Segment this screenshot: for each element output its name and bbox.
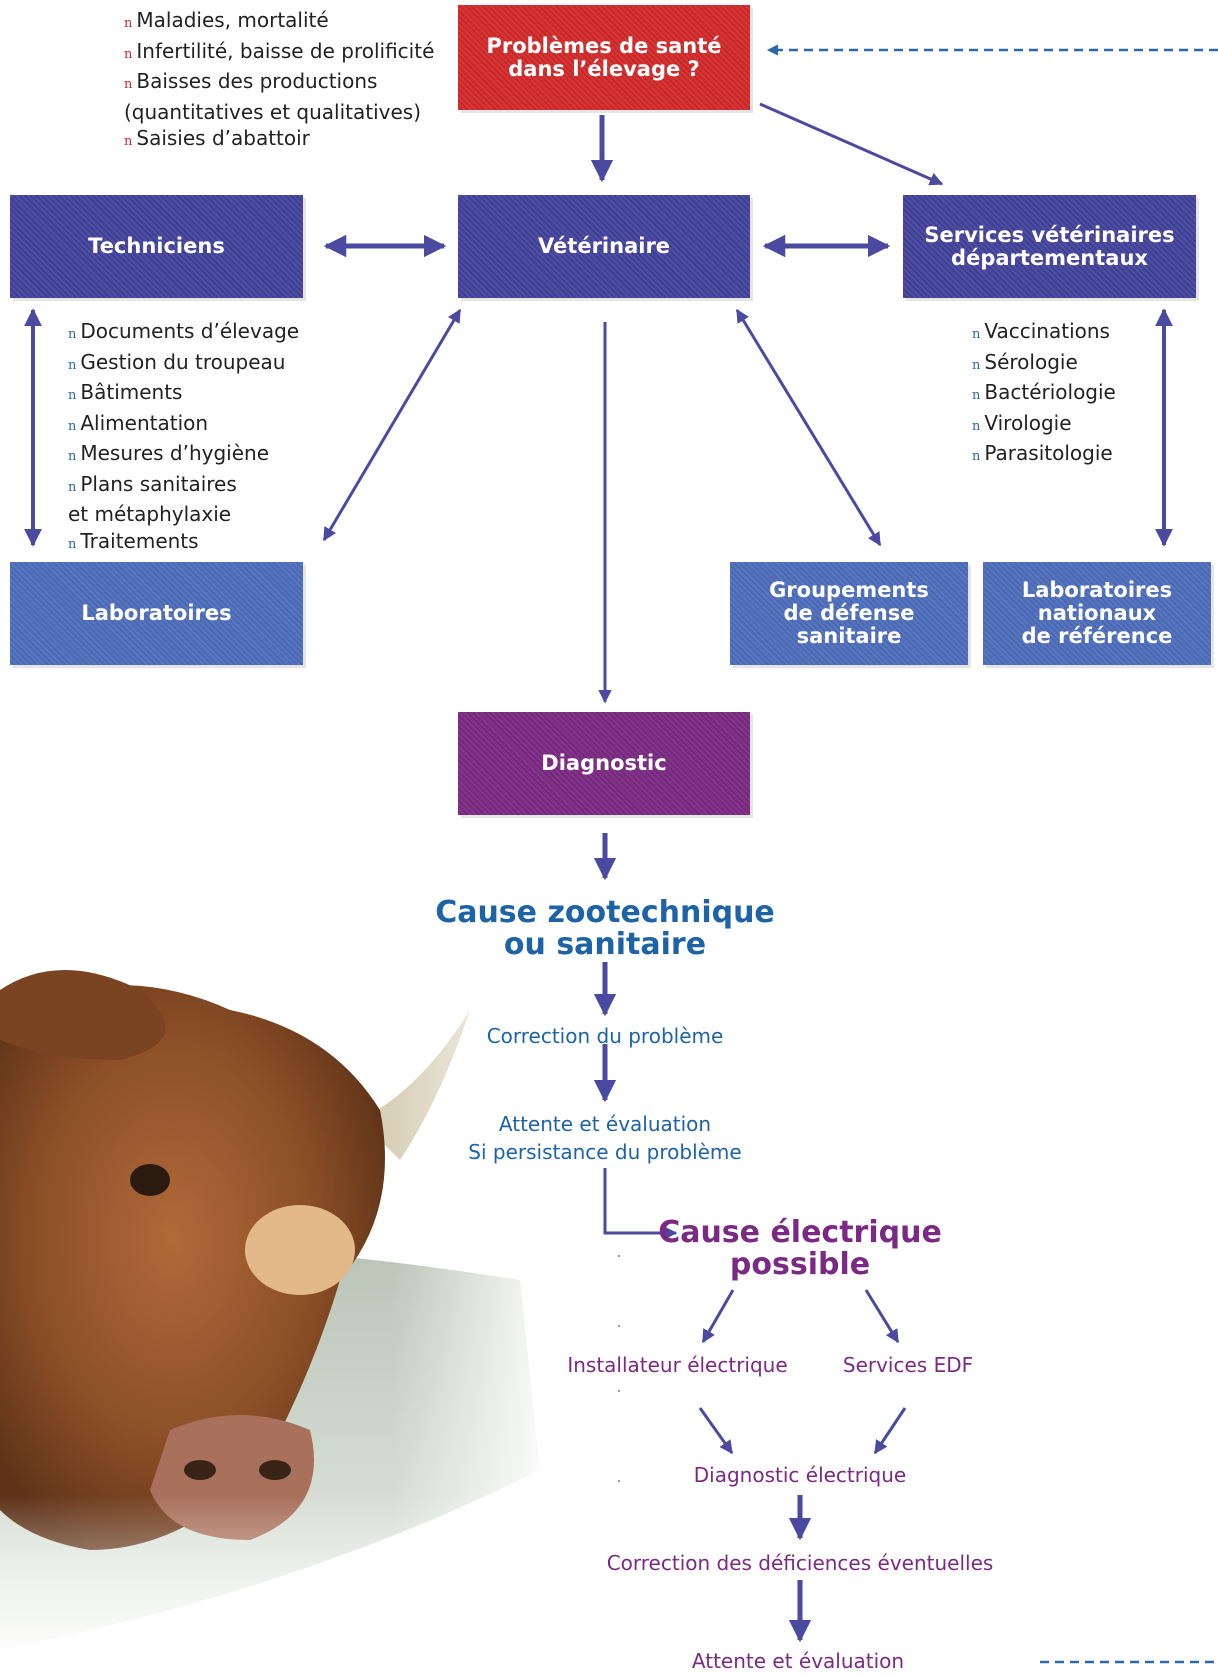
bullet-icon: n [124,16,133,31]
label-attente-evaluation-2: Attente et évaluation [691,1649,905,1673]
box-laboratoires-nationaux: Laboratoires nationaux de référence [983,562,1211,665]
list-item-text: Maladies, mortalité [136,8,329,32]
box-diagnostic-label: Diagnostic [541,751,667,775]
box-laboratoires-nationaux-label: Laboratoires nationaux de référence [1021,578,1173,648]
label-installateur-electrique: Installateur électrique [567,1353,788,1377]
label-cause-zootechnique: Cause zootechnique ou sanitaire [435,895,775,962]
box-techniciens: Techniciens [10,195,303,298]
arrow-cause-edf [864,1289,900,1344]
list-item-text: Documents d’élevage [80,319,300,343]
box-problemes-sante: Problèmes de santé dans l’élevage ? [458,5,750,110]
box-diagnostic: Diagnostic [458,712,750,815]
arrow-edf-diag [873,1407,907,1455]
list-item-text: Parasitologie [984,441,1113,465]
bullet-icon: n [124,46,133,62]
bullet-icon: n [68,327,77,342]
box-groupements: Groupements de défense sanitaire [730,562,968,665]
list-item-text: Baisses des productions (quantitatives e… [124,69,422,124]
box-services-veterinaires-label: Services vétérinaires départementaux [924,222,1175,270]
label-correction-deficiences: Correction des déficiences éventuelles [606,1551,994,1575]
arrow-cause-installateur [701,1289,735,1344]
arrow-attente-cause-electrique [603,1168,678,1240]
box-veterinaire-label: Vétérinaire [537,234,671,258]
dot-marker [618,1255,620,1257]
list-item-text: Traitements [80,528,199,553]
bullet-icon: n [972,449,981,464]
box-techniciens-label: Techniciens [88,234,225,258]
cow-photo [0,950,560,1676]
bullet-icon: n [68,418,77,434]
label-cause-electrique: Cause électrique possible [658,1215,942,1282]
label-services-edf: Services EDF [842,1353,974,1377]
bullet-icon: n [972,388,981,403]
bullet-icon: n [972,418,981,434]
list-item-text: Vaccinations [984,319,1110,343]
list-item-text: Infertilité, baisse de prolificité [136,38,435,63]
label-diagnostic-electrique: Diagnostic électrique [693,1463,907,1487]
box-laboratoires: Laboratoires [10,562,303,665]
dot-marker [618,1480,620,1482]
arrow-installateur-diag [698,1407,734,1455]
label-attente-evaluation: Attente et évaluation Si persistance du … [468,1112,742,1164]
list-item-text: Sérologie [984,349,1078,374]
box-veterinaire: Vétérinaire [458,195,750,298]
box-groupements-label: Groupements de défense sanitaire [769,578,929,648]
bullet-icon: n [68,479,77,495]
bullet-icon: n [972,327,981,342]
list-item-text: Virologie [984,410,1072,435]
arrow-problemes-services [759,102,944,186]
arrow-veterinaire-groupements [735,308,882,547]
box-services-veterinaires: Services vétérinaires départementaux [903,195,1196,298]
list-item-text: Plans sanitaires et métaphylaxie [68,471,237,527]
bullet-icon: n [68,536,77,552]
list-item-text: Mesures d’hygiène [80,441,269,465]
dot-marker [618,1390,620,1392]
bullet-icon: n [124,77,133,92]
bullet-icon: n [124,134,133,149]
bullet-icon: n [68,357,77,373]
bullet-icon: n [68,449,77,464]
list-item-text: Gestion du troupeau [80,349,286,374]
box-problemes-sante-label: Problèmes de santé dans l’élevage ? [486,33,722,81]
box-laboratoires-label: Laboratoires [81,601,232,625]
dot-marker [618,1325,620,1327]
bullet-icon: n [972,357,981,373]
arrow-veterinaire-laboratoires [322,308,462,542]
list-item-text: Alimentation [80,410,209,435]
list-item-text: Saisies d’abattoir [136,126,310,150]
list-item-text: Bâtiments [80,380,183,404]
bullet-icon: n [68,388,77,403]
label-correction-probleme: Correction du problème [486,1024,724,1048]
list-item-text: Bactériologie [984,380,1116,404]
